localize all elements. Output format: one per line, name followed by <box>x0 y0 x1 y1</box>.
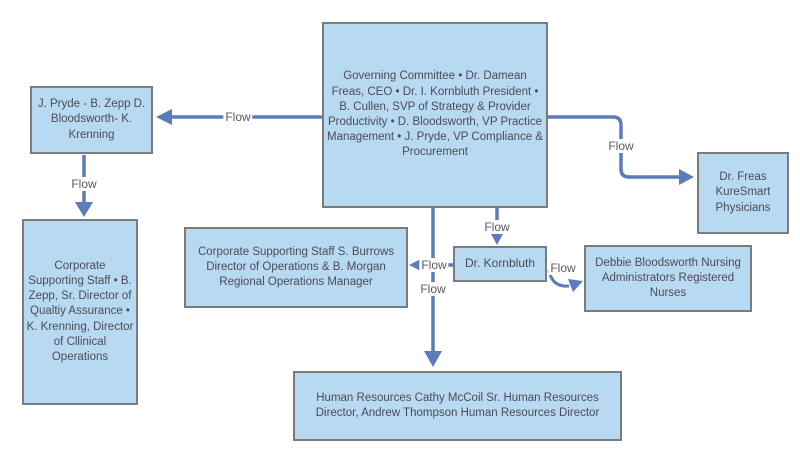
node-corporate-supporting-staff[interactable]: Corporate Supporting Staff • B. Zepp, Sr… <box>22 219 138 405</box>
node-dr-kornbluth[interactable]: Dr. Kornbluth <box>453 246 547 282</box>
node-human-resources[interactable]: Human Resources Cathy McCoil Sr. Human R… <box>293 371 622 441</box>
node-corporate-operations[interactable]: Corporate Supporting Staff S. Burrows Di… <box>184 227 408 308</box>
node-nursing-administrators[interactable]: Debbie Bloodsworth Nursing Administrator… <box>584 245 752 312</box>
node-freas-kuresmart[interactable]: Dr. Freas KureSmart Physicians <box>697 152 789 234</box>
flow-label-kornbluth-to-nursing: Flow <box>548 261 578 275</box>
flow-label-pryde-to-corporate: Flow <box>69 177 99 191</box>
flow-label-kornbluth-to-corporate-center: Flow <box>419 258 449 272</box>
node-governing-committee[interactable]: Governing Committee • Dr. Damean Freas, … <box>322 22 548 208</box>
flow-label-governing-to-human-resources: Flow <box>418 282 448 296</box>
flow-label-governing-to-pryde: Flow <box>223 110 253 124</box>
flow-label-governing-to-freas: Flow <box>606 139 636 153</box>
node-pryde-zepp[interactable]: J. Pryde - B. Zepp D. Bloodsworth- K. Kr… <box>30 86 153 154</box>
flow-label-governing-to-kornbluth: Flow <box>482 220 512 234</box>
connector-governing-to-human-resources <box>424 208 442 367</box>
